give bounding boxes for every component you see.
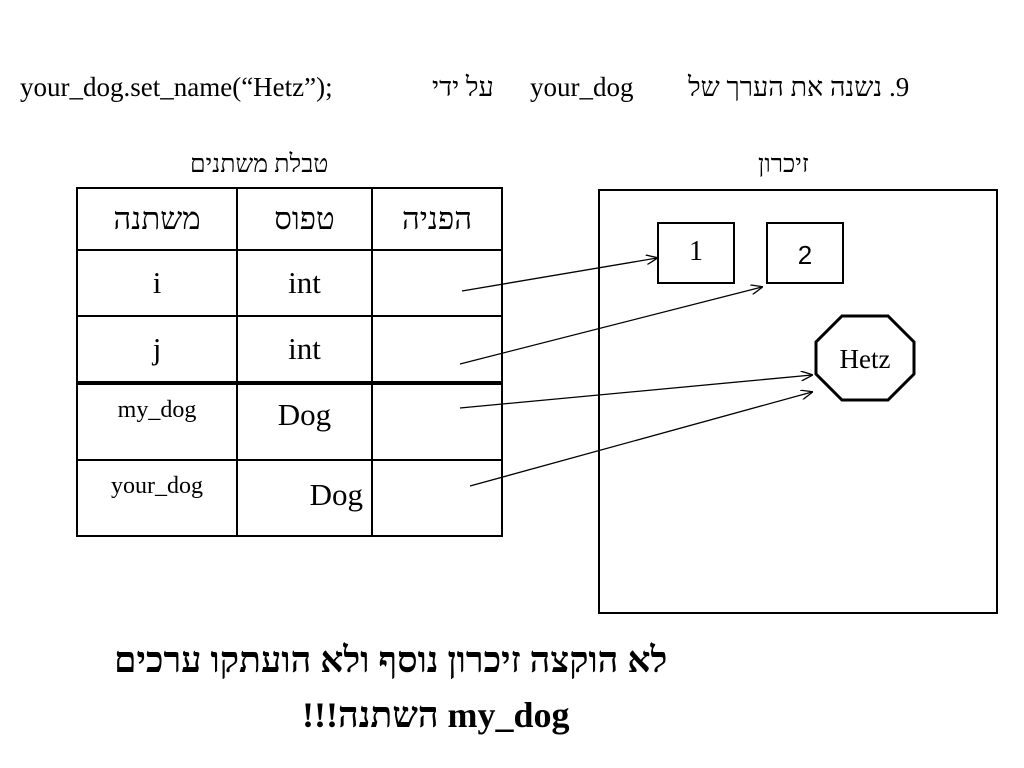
footer-line-1: לא הוקצה זיכרון נוסף ולא הועתקו ערכים [114, 640, 668, 680]
row-j-name: j [76, 315, 238, 383]
table-header-row: משתנה טפוס הפניה [76, 187, 503, 251]
header-reference: הפניה [371, 187, 503, 251]
heading-variable: your_dog [530, 72, 634, 102]
memory-area [598, 189, 998, 614]
memory-cell-one: 1 [657, 222, 735, 284]
footer-line-2: my_dog השתנה!!! [302, 695, 570, 735]
table-row: j int [76, 315, 503, 383]
header-type: טפוס [236, 187, 373, 251]
table-row: my_dog Dog [76, 383, 503, 461]
row-your-dog-ref [371, 459, 503, 537]
memory-cell-two: 2 [766, 222, 844, 284]
table-caption: טבלת משתנים [190, 151, 329, 178]
heading-by: על ידי [432, 72, 494, 102]
header-variable: משתנה [76, 187, 238, 251]
row-my-dog-ref [371, 383, 503, 461]
row-j-ref [371, 315, 503, 383]
table-row: your_dog Dog [76, 459, 503, 537]
variable-table-objects: my_dog Dog your_dog Dog [76, 383, 503, 537]
variable-table: משתנה טפוס הפניה i int j int [76, 187, 503, 383]
row-your-dog-type: Dog [236, 459, 373, 537]
dog-object-name: Hetz [840, 344, 891, 374]
arrow-i [461, 258, 657, 292]
arrow-my-dog [459, 375, 812, 409]
row-my-dog-name: my_dog [76, 383, 238, 461]
memory-caption: זיכרון [758, 151, 809, 178]
row-your-dog-name: your_dog [76, 459, 238, 537]
row-my-dog-type: Dog [236, 383, 373, 461]
arrow-j [459, 287, 762, 365]
row-j-type: int [236, 315, 373, 383]
dog-object-octagon [814, 314, 916, 402]
heading-code: your_dog.set_name(“Hetz”); [20, 72, 333, 102]
table-row: i int [76, 249, 503, 317]
row-i-type: int [236, 249, 373, 317]
row-i-name: i [76, 249, 238, 317]
heading-step: 9. נשנה את הערך של [688, 72, 910, 102]
arrow-your-dog [469, 392, 812, 487]
row-i-ref [371, 249, 503, 317]
